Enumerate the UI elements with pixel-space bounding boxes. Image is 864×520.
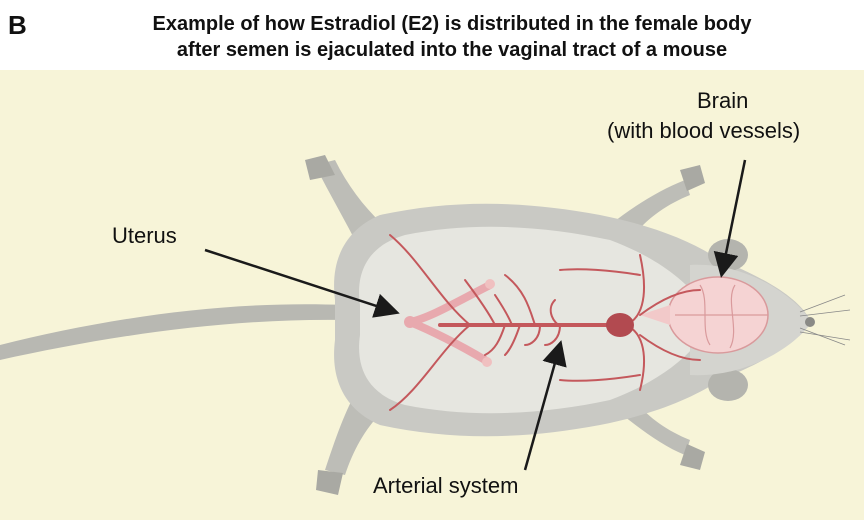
brain-label-line-1: Brain [697, 88, 749, 113]
belly [359, 226, 700, 414]
uterus [404, 279, 495, 367]
ear-bottom [708, 369, 748, 401]
arterial-system-label: Arterial system [373, 473, 519, 498]
tail [0, 304, 345, 360]
arterial-arrow [523, 340, 567, 471]
panel-label: B [8, 10, 27, 40]
nose [805, 317, 815, 327]
heart [606, 313, 634, 337]
whiskers [799, 294, 851, 346]
brain-arrow [713, 159, 747, 278]
figure-title-line-1: Example of how Estradiol (E2) is distrib… [152, 13, 752, 35]
title-band [0, 0, 864, 70]
brain-label-line-2: (with blood vessels) [607, 118, 801, 143]
uterus-label: Uterus [112, 223, 177, 248]
figure-title-line-2: after semen is ejaculated into the vagin… [176, 39, 728, 61]
uterus-arrow [204, 248, 400, 318]
